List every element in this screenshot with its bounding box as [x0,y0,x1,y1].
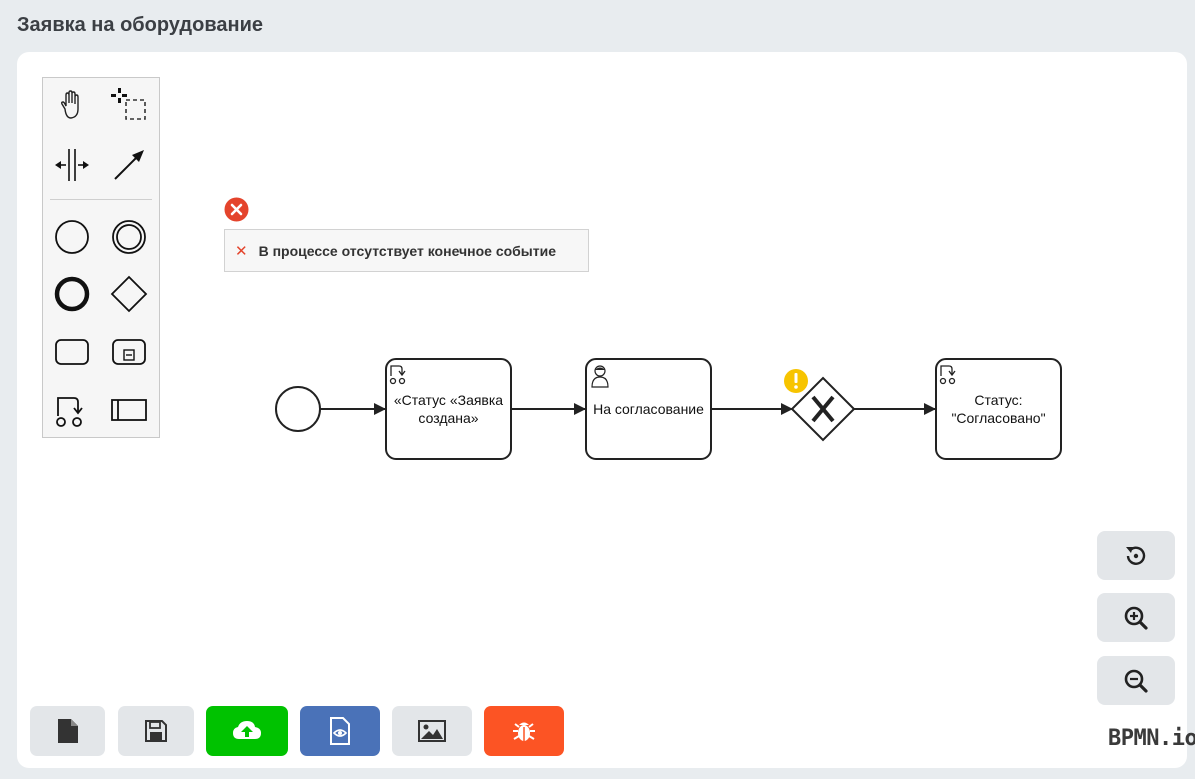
lasso-tool[interactable] [107,84,151,128]
space-icon [55,149,89,181]
task-tool[interactable] [50,330,94,374]
diamond-icon [110,275,148,313]
service-task-icon [939,365,956,385]
zoom-in-button[interactable] [1097,593,1175,642]
bold-circle-icon [54,276,90,312]
deploy-button[interactable] [206,706,288,756]
page-title: Заявка на оборудование [17,14,263,36]
file-icon [57,719,78,743]
palette-separator [50,199,152,200]
hand-tool[interactable] [50,84,94,128]
zoom-out-icon [1124,669,1148,693]
service-task-tool[interactable] [50,388,94,432]
intermediate-event-tool[interactable] [107,215,151,259]
preview-button[interactable] [300,706,380,756]
subprocess-tool[interactable] [107,330,151,374]
user-icon [591,365,609,388]
double-circle-icon [112,220,146,254]
file-eye-icon [330,717,350,745]
tool-palette [42,77,160,438]
task-box[interactable] [585,358,712,460]
validation-popup: ✕ В процессе отсутствует конечное событи… [224,229,589,272]
pool-tool[interactable] [107,388,151,432]
task-label: Статус: "Согласовано" [951,392,1046,426]
space-tool[interactable] [50,143,94,187]
service-task-icon [56,397,83,427]
subprocess-icon [112,339,146,365]
pool-icon [111,399,147,421]
gateway-x-marker [811,395,835,423]
zoom-in-icon [1124,606,1148,630]
rounded-rect-icon [55,339,89,365]
error-x-icon: ✕ [235,242,248,260]
reset-icon [1126,546,1146,565]
task-label: На согласование [593,401,704,417]
start-event[interactable] [275,386,321,432]
new-file-button[interactable] [30,706,105,756]
end-event-tool[interactable] [50,272,94,316]
connect-tool[interactable] [107,143,151,187]
reset-zoom-button[interactable] [1097,531,1175,580]
arrow-icon [114,150,144,180]
warning-icon [784,369,808,393]
gateway-tool[interactable] [107,272,151,316]
image-icon [418,720,446,742]
task-box[interactable] [935,358,1062,460]
bug-icon [513,722,535,741]
task-label: «Статус «Заявка создана» [393,392,504,426]
error-message: В процессе отсутствует конечное событие [258,242,557,259]
cloud-upload-icon [233,721,261,739]
error-icon[interactable] [224,197,249,222]
task-box[interactable] [385,358,512,460]
start-event-tool[interactable] [50,215,94,259]
debug-button[interactable] [484,706,564,756]
service-task-icon [389,365,406,385]
lasso-icon [111,88,146,120]
zoom-out-button[interactable] [1097,656,1175,705]
hand-icon [60,90,79,119]
bpmn-io-logo[interactable]: BPMN.io [1108,726,1195,751]
floppy-icon [145,720,167,742]
save-button[interactable] [118,706,194,756]
export-image-button[interactable] [392,706,472,756]
circle-icon [55,220,89,254]
